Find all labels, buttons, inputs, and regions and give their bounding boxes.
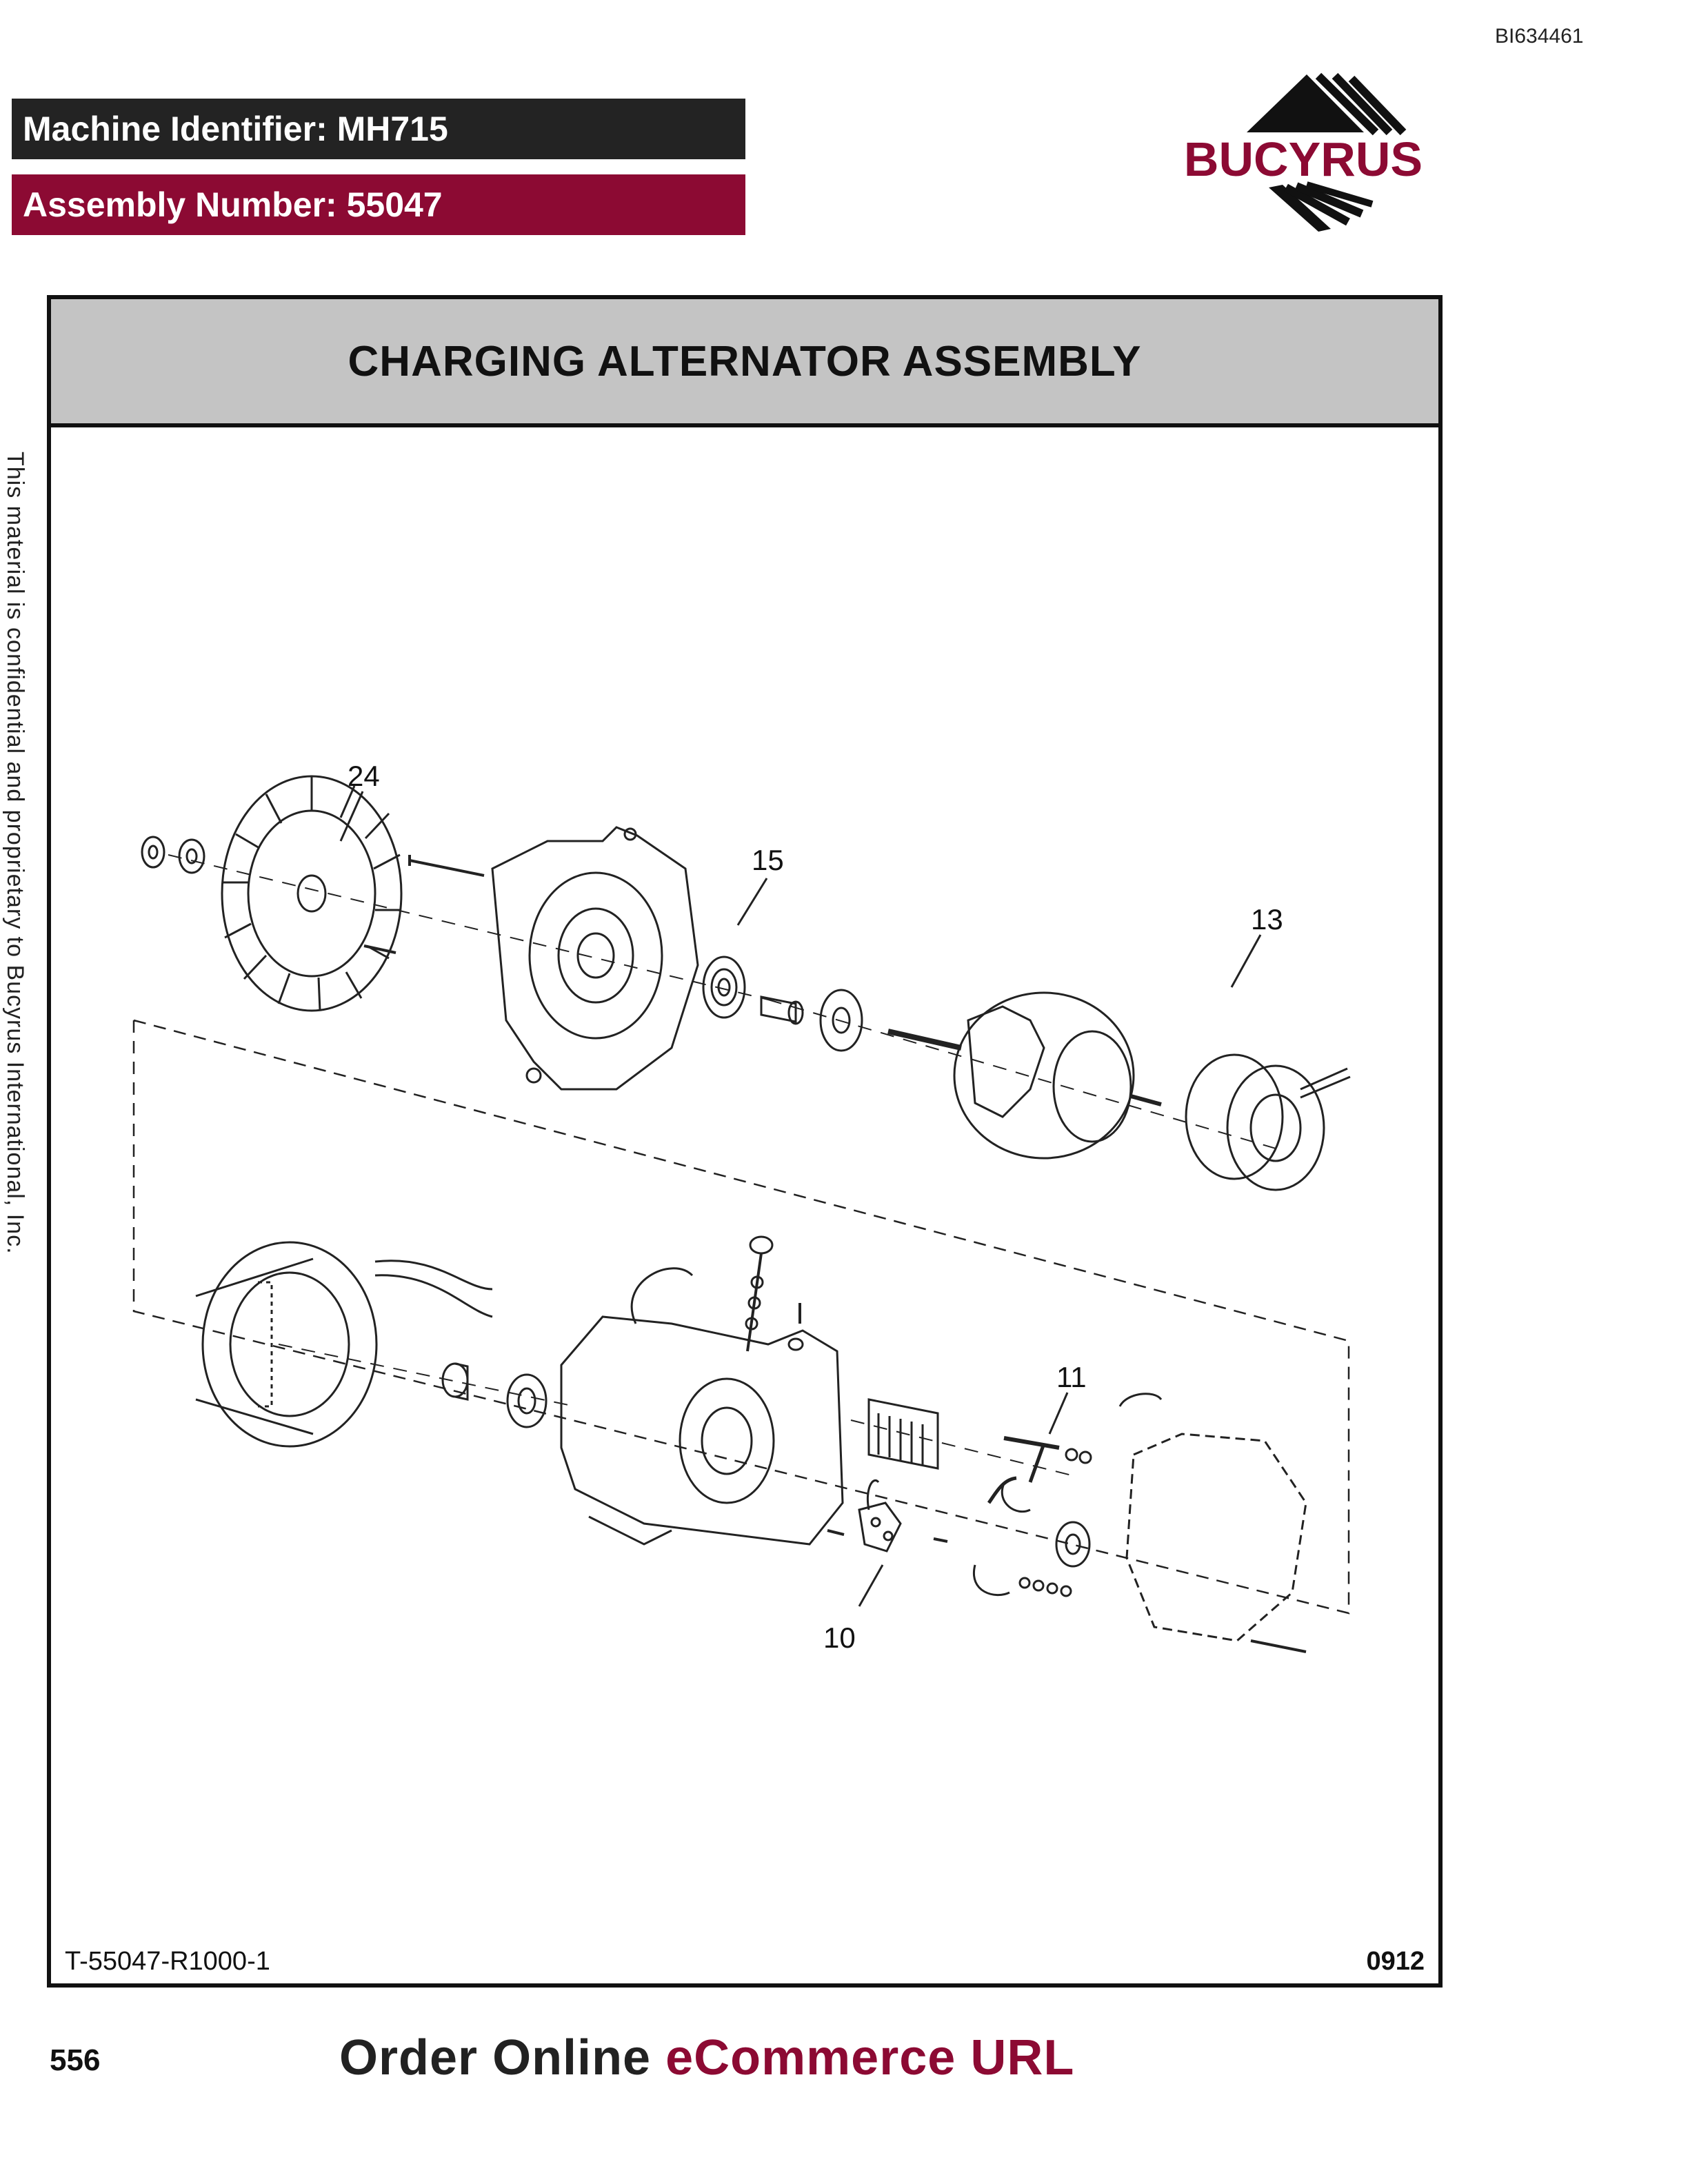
connector-part-11 bbox=[987, 1436, 1092, 1504]
callout-24: 24 bbox=[348, 760, 380, 792]
mounting-hardware bbox=[827, 1483, 1307, 1653]
drawing-revision: 0912 bbox=[1366, 1947, 1425, 1976]
leader-15 bbox=[736, 878, 768, 926]
drawing-reference: T-55047-R1000-1 bbox=[65, 1947, 270, 1976]
logo-text: BUCYRUS bbox=[1184, 132, 1423, 186]
nut-and-washer bbox=[141, 836, 205, 874]
slip-ring-part-13 bbox=[1185, 1053, 1351, 1191]
bracket-part-10 bbox=[858, 1479, 902, 1553]
ecommerce-url-text: eCommerce URL bbox=[665, 2030, 1075, 2085]
terminal-screw-stack bbox=[745, 1235, 804, 1352]
callout-13: 13 bbox=[1251, 903, 1283, 936]
leader-13 bbox=[1230, 934, 1262, 988]
order-online-link[interactable]: Order Online eCommerce URL bbox=[339, 2030, 1074, 2086]
small-screw bbox=[363, 944, 396, 954]
spacer-and-retainer bbox=[760, 989, 863, 1052]
bucyrus-logo: BUCYRUS bbox=[1184, 72, 1423, 232]
document-id: BI634461 bbox=[1495, 25, 1584, 48]
drive-end-housing bbox=[491, 826, 699, 1091]
diagram-title: CHARGING ALTERNATOR ASSEMBLY bbox=[51, 299, 1438, 427]
assembly-number-bar: Assembly Number: 55047 bbox=[12, 174, 745, 235]
order-online-text: Order Online bbox=[339, 2030, 652, 2085]
machine-identifier-text: Machine Identifier: MH715 bbox=[23, 110, 448, 148]
leader-10 bbox=[858, 1564, 884, 1607]
through-bolt bbox=[408, 855, 485, 877]
assembly-number-text: Assembly Number: 55047 bbox=[23, 185, 443, 224]
regulator-block bbox=[867, 1398, 939, 1470]
machine-identifier-bar: Machine Identifier: MH715 bbox=[12, 99, 745, 159]
rear-cover bbox=[1055, 1393, 1307, 1642]
exploded-view-drawing: 24 15 13 11 10 bbox=[132, 760, 1351, 1654]
diagram-frame: CHARGING ALTERNATOR ASSEMBLY bbox=[47, 295, 1443, 1988]
page-number: 556 bbox=[50, 2043, 101, 2077]
confidentiality-note: This material is confidential and propri… bbox=[2, 452, 28, 1255]
bearing-part-15 bbox=[702, 956, 746, 1019]
lower-spacers bbox=[441, 1362, 547, 1428]
wire-clip bbox=[630, 1267, 694, 1324]
fan-part-24 bbox=[221, 775, 403, 1012]
callout-15: 15 bbox=[752, 844, 784, 876]
leader-11 bbox=[1048, 1392, 1069, 1435]
callout-10: 10 bbox=[823, 1621, 856, 1654]
rotor bbox=[887, 991, 1162, 1160]
leader-24 bbox=[339, 791, 364, 842]
callout-11: 11 bbox=[1056, 1361, 1087, 1393]
stator bbox=[195, 1241, 493, 1448]
slip-ring-end-housing bbox=[560, 1315, 844, 1546]
